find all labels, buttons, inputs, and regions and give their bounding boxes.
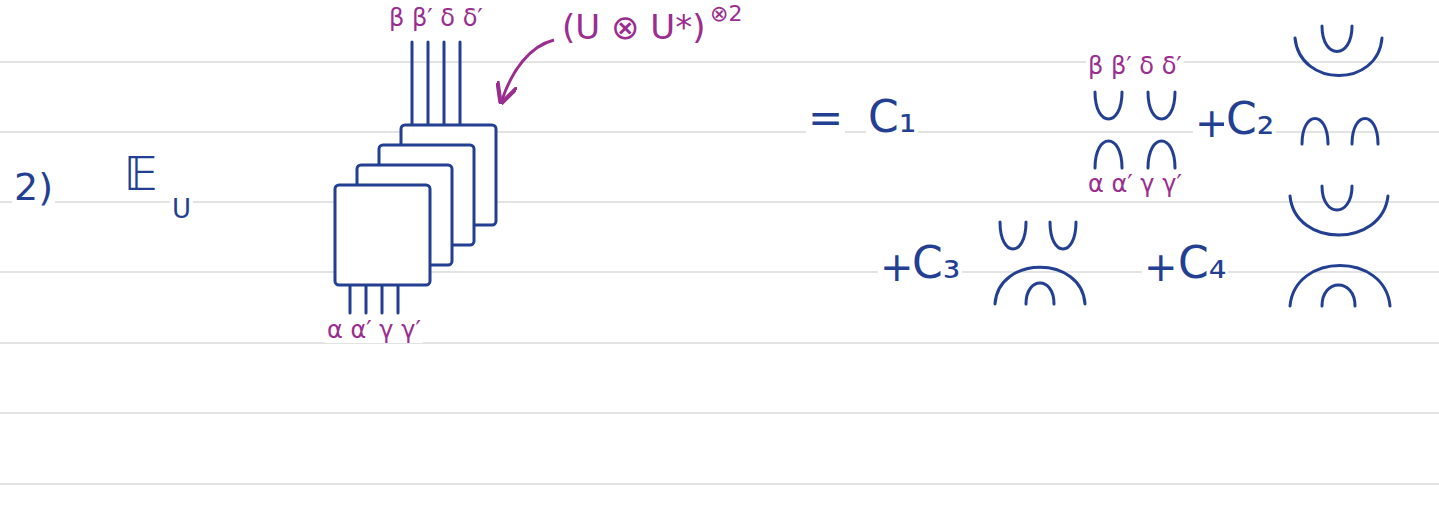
unitary-box bbox=[335, 185, 430, 285]
tensor-wire bbox=[411, 42, 414, 125]
cup bbox=[1148, 92, 1175, 119]
index-labels: α α′ γ γ′ bbox=[1086, 172, 1184, 197]
ruled-line bbox=[0, 61, 1439, 63]
index-labels: β β′ δ δ′ bbox=[1086, 54, 1184, 79]
equals-sign: = bbox=[806, 96, 845, 140]
ruled-lines bbox=[0, 62, 1439, 484]
cap bbox=[1290, 266, 1390, 307]
callout-arrow bbox=[502, 40, 554, 100]
coefficient: C₂ bbox=[1224, 96, 1276, 142]
unitary-box-stack bbox=[335, 125, 496, 285]
cap bbox=[1322, 285, 1355, 306]
plus-sign: + bbox=[1142, 246, 1180, 288]
tensor-wire bbox=[365, 285, 368, 313]
ruled-line bbox=[0, 342, 1439, 344]
contraction-diagrams bbox=[995, 26, 1390, 306]
tensor-wire bbox=[349, 285, 352, 313]
tensor-wire bbox=[427, 42, 430, 125]
cup bbox=[1295, 38, 1382, 76]
cap bbox=[1352, 119, 1378, 145]
cap bbox=[1302, 119, 1328, 145]
superscript: ⊗2 bbox=[708, 2, 744, 25]
cap bbox=[1095, 141, 1122, 168]
coefficient: C₄ bbox=[1176, 240, 1228, 286]
index-labels: α α′ γ γ′ bbox=[325, 318, 423, 343]
coefficient: C₃ bbox=[910, 240, 962, 286]
cup bbox=[1322, 26, 1352, 52]
cap bbox=[1026, 283, 1054, 304]
callout-text: (U ⊗ U*) bbox=[560, 10, 707, 46]
tensor-wire bbox=[381, 285, 384, 313]
cup bbox=[1000, 222, 1026, 249]
coefficient: C₁ bbox=[866, 94, 918, 140]
cup bbox=[1095, 92, 1122, 119]
index-labels: β β′ δ δ′ bbox=[387, 6, 485, 31]
cup bbox=[1322, 186, 1352, 210]
ruled-line bbox=[0, 201, 1439, 203]
cup bbox=[1290, 196, 1388, 235]
ruled-line bbox=[0, 483, 1439, 485]
expectation-symbol: 𝔼 bbox=[122, 150, 160, 198]
subscript: U bbox=[170, 196, 193, 223]
cap bbox=[995, 267, 1085, 304]
cup bbox=[1050, 222, 1076, 249]
tensor-wire bbox=[397, 285, 400, 313]
ruled-line bbox=[0, 412, 1439, 414]
cap bbox=[1148, 141, 1175, 168]
tensor-wire bbox=[459, 42, 462, 125]
item-number: 2) bbox=[12, 168, 55, 208]
tensor-wire bbox=[443, 42, 446, 125]
